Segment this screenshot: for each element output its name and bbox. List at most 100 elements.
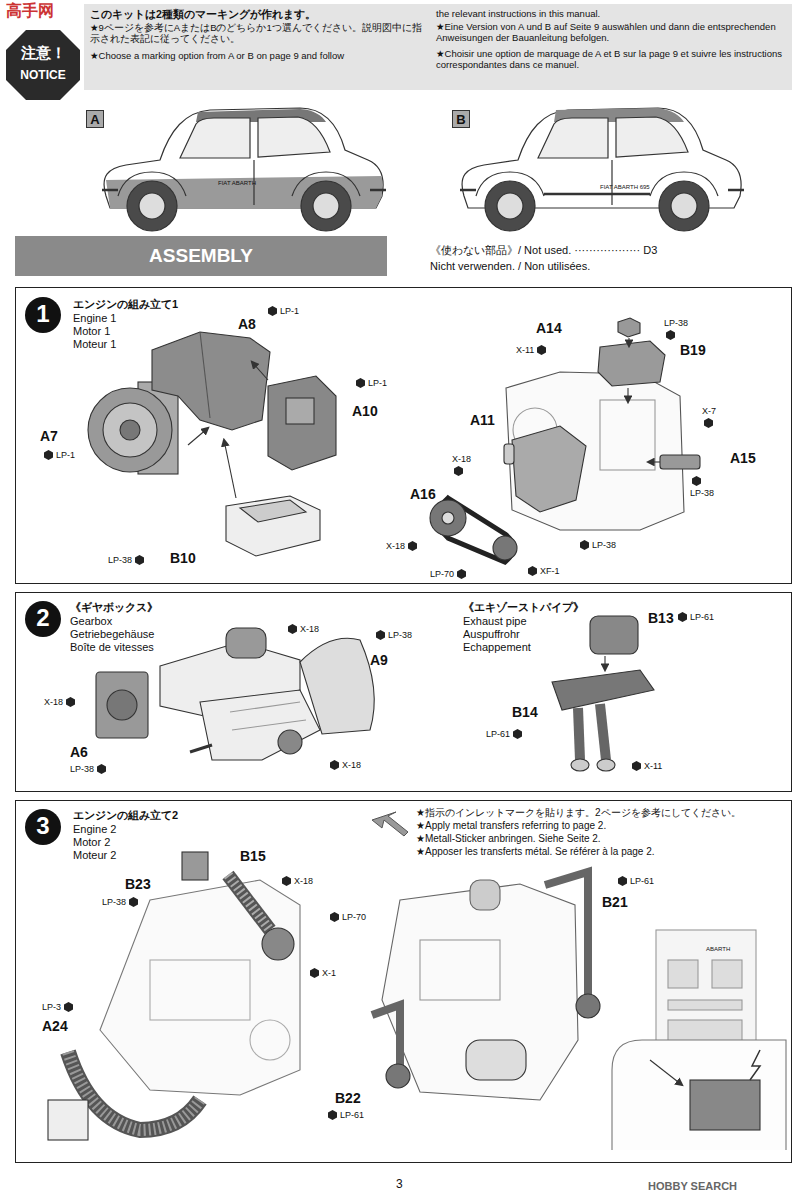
part-label: X-18 [44,697,63,707]
node-text: B [453,112,469,127]
part-label: LP-61 [630,876,654,886]
part-label: LP-61 [690,612,714,622]
node-text: エンジンの組み立て1 [73,298,178,311]
notice-badge: 注意！NOTICE [6,30,80,100]
badge-octagon [6,30,80,100]
node-text: 《エキゾーストパイプ》 [463,601,584,614]
part-number: A16 [410,486,436,502]
paint-marker [618,876,627,886]
part-label: LP-1 [280,306,299,316]
node-text: ★Eine Version von A und B auf Seite 9 au… [436,21,786,43]
node-text: the relevant instructions in this manual… [436,8,786,19]
paint-marker [666,330,675,340]
step-number: 2 [25,601,61,637]
part-label: 3 [396,1178,403,1192]
part-label: LP-38 [690,488,714,498]
part-label: LP-3 [42,1002,61,1012]
node-text: ★Choose a marking option from A or B on … [90,50,430,61]
paint-marker [537,345,546,355]
part-label: HOBBY SEARCH [648,1180,737,1193]
node-text: ★Apply metal transfers referring to page… [416,820,796,832]
part-label: X-18 [300,624,319,634]
part-label: LP-38 [108,555,132,565]
part-label: X-11 [644,761,662,771]
part-number: B10 [170,550,196,566]
part-label: LP-1 [56,450,75,460]
marking-option-box: A [86,110,104,128]
paint-marker [282,876,291,886]
car-b [460,108,744,231]
car-a [102,108,386,231]
engine-2-left [48,852,300,1140]
paint-marker [513,729,522,739]
node-text: ★指示のインレットマークを貼ります。2ページを参考にしてください。 [416,807,796,819]
paint-marker [454,466,463,476]
part-label: LP-70 [430,569,454,579]
node-text: Motor 2 [73,836,110,849]
part-label: LP-38 [388,630,412,640]
part-number: A14 [536,320,562,336]
paint-marker [288,624,297,634]
part-label: X-18 [294,876,313,886]
node-text: Engine 1 [73,312,116,325]
paint-marker [44,450,53,460]
marking-option-box: B [452,110,470,128]
node-text: Getriebegehäuse [70,628,154,641]
node-text: Exhaust pipe [463,615,527,628]
paint-marker [310,968,319,978]
part-label: LP-38 [70,764,94,774]
part-number: B13 [648,610,674,626]
exhaust-parts [552,616,654,771]
part-number: A7 [40,428,58,444]
node-text: 2 [25,604,61,632]
paint-marker [376,630,385,640]
part-label: XF-1 [540,566,560,576]
part-label: LP-38 [664,318,688,328]
node-text: Echappement [463,641,531,654]
step-number: 1 [25,297,61,333]
paint-marker [632,761,641,771]
part-label: LP-38 [102,897,126,907]
paint-marker [580,540,589,550]
node-text: Boîte de vitesses [70,641,154,654]
node-text: Motor 1 [73,325,110,338]
part-number: B19 [680,342,706,358]
paint-marker [328,1110,337,1120]
paint-marker [129,897,138,907]
part-number: B23 [125,876,151,892]
part-label: X-7 [702,406,716,416]
node-text: ASSEMBLY [15,245,387,267]
paint-marker [64,1002,73,1012]
part-label: LP-61 [340,1110,364,1120]
part-label: FIAT ABARTH 695 [600,184,650,191]
part-label: FIAT ABARTH [218,180,256,187]
part-label: LP-38 [592,540,616,550]
paint-marker [135,555,144,565]
node-text: ★Metall-Sticker anbringen. Siehe Seite 2… [416,833,796,845]
part-number: A9 [370,652,388,668]
paint-marker [330,912,339,922]
node-text: Gearbox [70,615,112,628]
engine-2-right [372,872,786,1150]
node-text: A [87,112,103,127]
section-band: ASSEMBLY [15,236,387,276]
part-number: A10 [352,403,378,419]
paint-marker [457,569,466,579]
engine-1-parts [88,332,336,556]
node-text: 注意！ [6,44,80,62]
node-text: Engine 2 [73,823,116,836]
part-label: X-18 [386,541,405,551]
paint-marker [97,764,106,774]
part-label: X-18 [342,760,361,770]
step-panel: エンジンの組み立て1Engine 1Motor 1Moteur 1 1 [15,287,792,584]
node-text: Moteur 1 [73,338,116,351]
paint-marker [268,306,277,316]
step-panel: エンジンの組み立て2Engine 2Motor 2Moteur 2★指示のインレ… [15,800,792,1163]
part-label: ABARTH [706,946,730,953]
node-text: Auspuffrohr [463,628,520,641]
part-label: LP-70 [342,912,366,922]
paint-marker [692,476,701,486]
node-text: エンジンの組み立て2 [73,809,178,822]
